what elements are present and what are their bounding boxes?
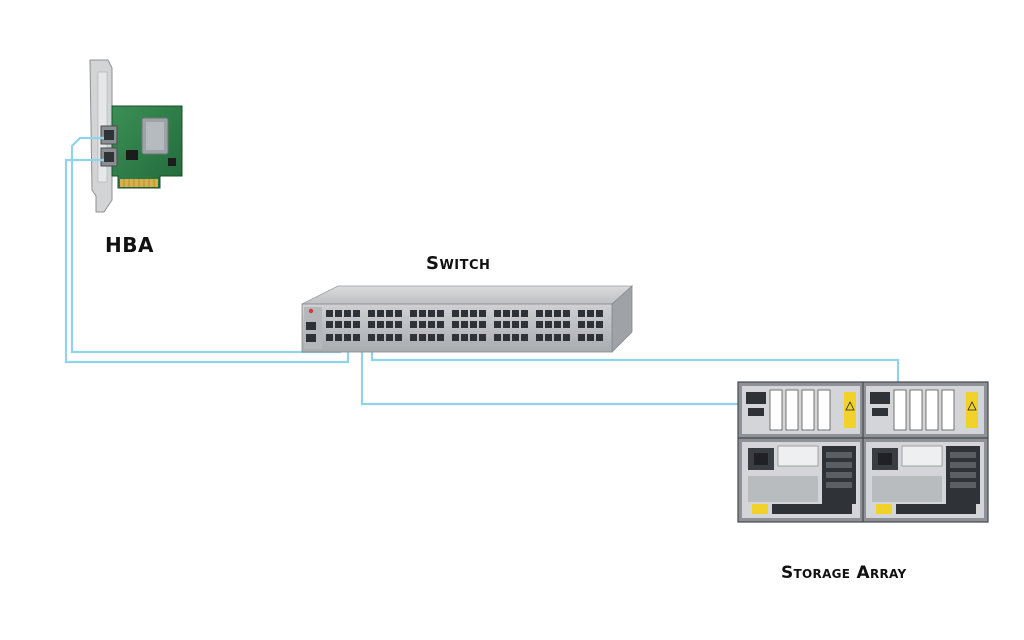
hba-gold-fingers bbox=[120, 179, 158, 187]
storage-controller-b bbox=[866, 386, 984, 434]
hba-card bbox=[89, 59, 183, 213]
storage-array bbox=[737, 381, 989, 523]
storage-power-supply-a bbox=[742, 442, 860, 518]
switch-port-grid bbox=[326, 310, 603, 341]
storage-array-label: Storage Array bbox=[781, 563, 907, 583]
hba-label: HBA bbox=[105, 233, 154, 257]
storage-power-supply-b bbox=[866, 442, 984, 518]
switch-label: Switch bbox=[426, 253, 491, 274]
switch-mgmt-port bbox=[306, 322, 316, 330]
switch-device bbox=[301, 285, 634, 353]
storage-controller-a bbox=[742, 386, 860, 434]
switch-top bbox=[301, 285, 634, 305]
